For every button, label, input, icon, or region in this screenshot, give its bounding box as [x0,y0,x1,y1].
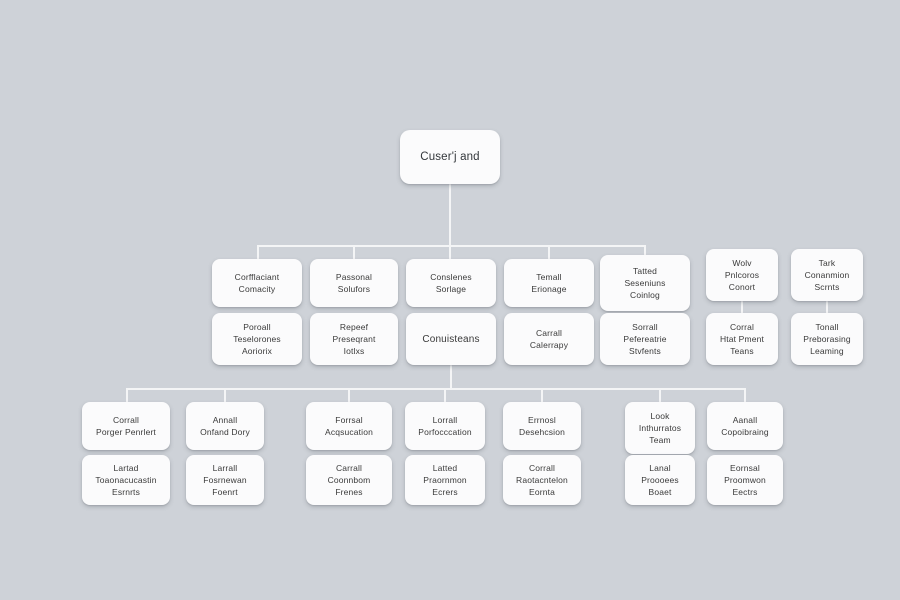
node-level3-6-label: Look Inthurratos Team [638,411,682,445]
connector-level3-drop-5 [541,388,543,402]
node-root[interactable]: Cuser'j and [400,130,500,184]
node-level3-4-label: Lorrall Porfocccation [418,415,472,437]
node-level3-7[interactable]: Aanall Copoibraing [707,402,783,450]
node-level2b-5[interactable]: Sorrall Pefereatrie Stvfents [600,313,690,365]
node-level2-4[interactable]: Temall Erionage [504,259,594,307]
node-level2b-3[interactable]: Conuisteans [406,313,496,365]
connector-level3-drop-2 [224,388,226,402]
connector-level3-drop-7 [744,388,746,402]
node-level2-3-label: Conslenes Sorlage [430,272,472,294]
node-level3-5[interactable]: Errnosl Desehcsion [503,402,581,450]
node-side-1-label: Wolv Pnlcoros Conort [724,258,760,292]
node-level3-3[interactable]: Forrsal Acqsucation [306,402,392,450]
connector-level3-stem [450,365,452,389]
node-level2b-5-label: Sorrall Pefereatrie Stvfents [623,322,667,356]
connector-root-stem [449,184,451,246]
node-side-2[interactable]: Corral Htat Pment Teans [706,313,778,365]
node-level3-5-label: Errnosl Desehcsion [519,415,565,437]
connector-level3-drop-4 [444,388,446,402]
node-level3-2-label: Annall Onfand Dory [200,415,250,437]
connector-level3-bus [126,388,745,390]
node-level3-6[interactable]: Look Inthurratos Team [625,402,695,454]
node-level3-2[interactable]: Annall Onfand Dory [186,402,264,450]
node-level2b-1-label: Poroall Teselorones Aoriorix [233,322,281,356]
node-level3b-5-label: Corrall Raotacntelon Eornta [516,463,568,497]
node-level2-2[interactable]: Passonal Solufors [310,259,398,307]
node-level3b-6[interactable]: Lanal Proooees Boaet [625,455,695,505]
connector-level2-drop-2 [353,245,355,259]
node-level2-2-label: Passonal Solufors [335,272,373,294]
node-level2b-2-label: Repeef Preseqrant Iotlxs [332,322,376,356]
node-level3b-2-label: Larrall Fosrnewan Foenrt [203,463,247,497]
node-level2-5-label: Tatted Seseniuns Coinlog [624,266,666,300]
node-level3b-5[interactable]: Corrall Raotacntelon Eornta [503,455,581,505]
node-level2-1[interactable]: Corfflaciant Comacity [212,259,302,307]
node-level2-3[interactable]: Conslenes Sorlage [406,259,496,307]
connector-level2-drop-1 [257,245,259,259]
node-level3b-4[interactable]: Latted Praornmon Ecrers [405,455,485,505]
connector-level3-drop-6 [659,388,661,402]
node-level2-4-label: Temall Erionage [531,272,567,294]
node-level2-5[interactable]: Tatted Seseniuns Coinlog [600,255,690,311]
node-side-2-label: Corral Htat Pment Teans [719,322,765,356]
node-side-4[interactable]: Tonall Preborasing Leaming [791,313,863,365]
node-level3b-6-label: Lanal Proooees Boaet [641,463,679,497]
node-level3-1-label: Corrall Porger Penrlert [96,415,156,437]
node-level2b-3-label: Conuisteans [422,333,480,345]
node-level3b-1[interactable]: Lartad Toaonacucastin Esrnrts [82,455,170,505]
node-level3b-7[interactable]: Eornsal Proomwon Eectrs [707,455,783,505]
connector-side-pair-2 [826,301,828,313]
node-level2b-4-label: Carrall Calerrapy [529,328,569,350]
node-level3b-4-label: Latted Praornmon Ecrers [423,463,467,497]
connector-level2-drop-5 [644,245,646,257]
node-side-3-label: Tark Conanmion Scrnts [804,258,850,292]
connector-level3-drop-1 [126,388,128,402]
connector-level2-bus [257,245,646,247]
node-side-1[interactable]: Wolv Pnlcoros Conort [706,249,778,301]
node-root-label: Cuser'j and [420,151,480,163]
node-level3b-7-label: Eornsal Proomwon Eectrs [724,463,766,497]
node-level3b-1-label: Lartad Toaonacucastin Esrnrts [95,463,157,497]
node-level3-1[interactable]: Corrall Porger Penrlert [82,402,170,450]
node-level3-7-label: Aanall Copoibraing [721,415,769,437]
connector-level3-drop-3 [348,388,350,402]
node-level2b-4[interactable]: Carrall Calerrapy [504,313,594,365]
node-level3-4[interactable]: Lorrall Porfocccation [405,402,485,450]
node-level2-1-label: Corfflaciant Comacity [234,272,280,294]
connector-level2-drop-4 [548,245,550,259]
node-level3b-3[interactable]: Carrall Coonnbom Frenes [306,455,392,505]
node-level2b-2[interactable]: Repeef Preseqrant Iotlxs [310,313,398,365]
node-level3b-2[interactable]: Larrall Fosrnewan Foenrt [186,455,264,505]
connector-level2-drop-3 [449,245,451,259]
node-side-4-label: Tonall Preborasing Leaming [803,322,851,356]
node-side-3[interactable]: Tark Conanmion Scrnts [791,249,863,301]
node-level2b-1[interactable]: Poroall Teselorones Aoriorix [212,313,302,365]
node-level3b-3-label: Carrall Coonnbom Frenes [327,463,371,497]
node-level3-3-label: Forrsal Acqsucation [325,415,373,437]
connector-side-pair-1 [741,301,743,313]
